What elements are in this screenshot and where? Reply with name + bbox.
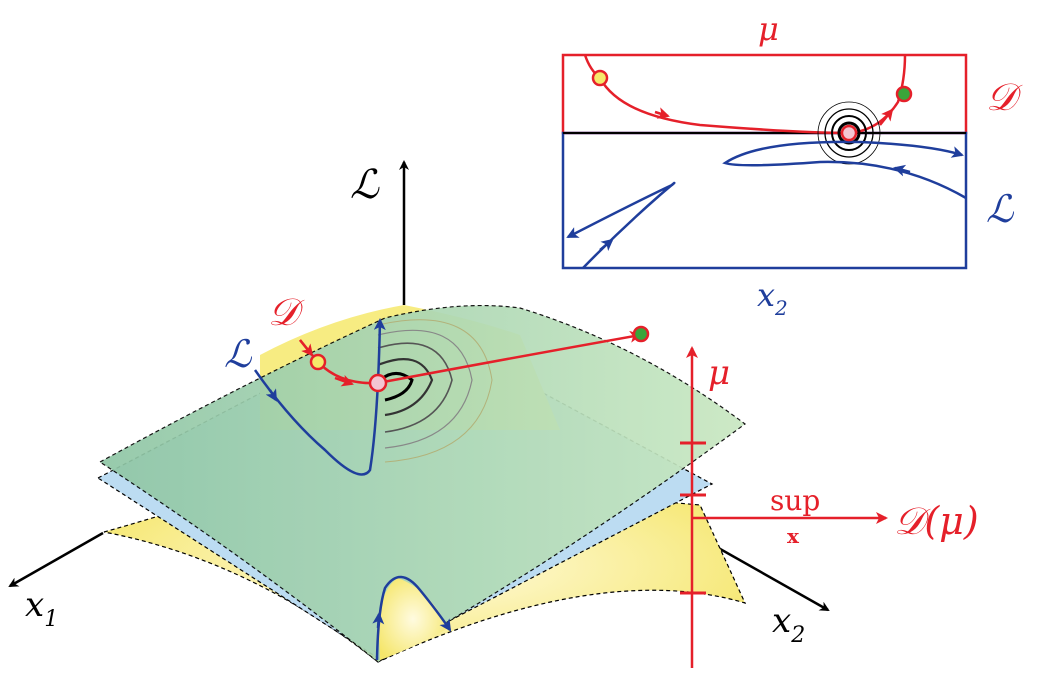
label-inset-x2-base: x: [757, 276, 775, 314]
label-main-L-curve: ℒ: [224, 332, 253, 376]
inset-L-curve-2: [566, 181, 676, 269]
D-curve-arrow-2: [334, 375, 354, 387]
label-sup-sub: x: [787, 524, 800, 548]
inset-D-arrow-2: [879, 108, 894, 126]
label-main-x1-base: x: [25, 585, 44, 625]
inset-bottom-box: [561, 131, 968, 270]
saddle-point-main: [368, 373, 388, 393]
inset-panel: [561, 53, 968, 270]
label-main-x2: x2: [772, 601, 805, 648]
inset-ring-3: [824, 108, 874, 158]
L-curve-main: [253, 318, 386, 476]
inset-end-point: [895, 85, 913, 103]
label-inset-D: 𝒟: [986, 75, 1023, 119]
label-sup: sup: [770, 484, 820, 517]
inset-start-point: [591, 69, 609, 87]
label-main-x2-sub: 2: [790, 623, 805, 648]
label-inset-L: ℒ: [986, 187, 1015, 231]
label-inset-x2-sub: 2: [774, 296, 788, 320]
label-main-L-axis: ℒ: [350, 162, 380, 208]
inset-L-arrow-2: [599, 238, 614, 252]
label-mu-axis: μ: [708, 353, 730, 393]
L-curve-arrow-mid: [265, 388, 278, 402]
inset-saddle-point: [840, 124, 858, 142]
inset-L-curve-1: [722, 140, 967, 200]
label-inset-x2: x2: [757, 276, 788, 320]
inset-D-arrow-1: [654, 107, 670, 119]
label-inset-mu: μ: [758, 10, 779, 48]
x1-axis: [8, 531, 104, 588]
label-main-x1-sub: 1: [44, 607, 58, 632]
label-main-x2-base: x: [772, 601, 791, 641]
green-plane: [98, 304, 747, 663]
bottom-bump: [378, 578, 448, 660]
label-main-x1: x1: [25, 585, 58, 632]
D-curve-arrow-1: [299, 339, 314, 357]
inset-D-curve: [583, 54, 907, 135]
label-D-of-mu: 𝒟(μ): [894, 499, 979, 543]
inset-ring-2: [831, 115, 867, 151]
label-main-D: 𝒟: [268, 290, 305, 334]
inset-ring-4: [817, 101, 881, 165]
contour-rings: [376, 319, 493, 463]
end-point-main: [632, 325, 650, 343]
inset-L-arrow-mid: [893, 164, 911, 177]
bottom-blue-arrow-up: [372, 612, 385, 629]
start-point-main: [309, 353, 327, 371]
